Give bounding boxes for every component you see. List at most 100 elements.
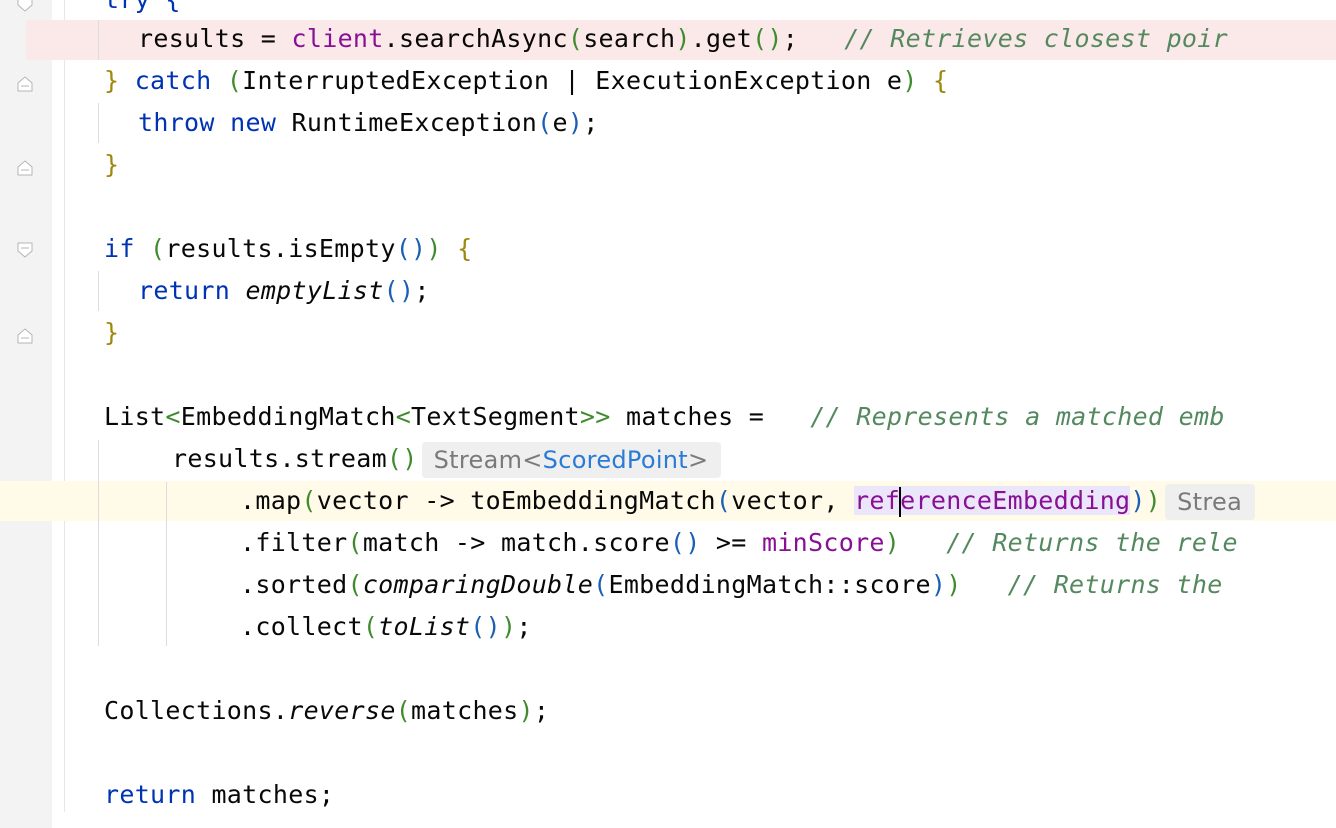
code-paren: (	[715, 486, 732, 515]
code-paren: )	[930, 570, 947, 599]
hint-text: Stream<	[433, 446, 543, 474]
fold-end-icon[interactable]	[17, 156, 33, 176]
code-text: matches =	[610, 402, 765, 431]
code-text: ;	[533, 696, 550, 725]
code-text: ;	[516, 612, 532, 641]
type-hint: Strea	[1165, 484, 1256, 520]
error-line-highlight	[26, 20, 1336, 60]
code-text: .filter	[240, 528, 348, 557]
code-text: EmbeddingMatch	[180, 402, 396, 431]
code-paren: )	[946, 570, 962, 599]
code-line-return-matches[interactable]: return matches;	[104, 774, 334, 816]
code-paren: ()	[395, 234, 427, 263]
fold-end-icon[interactable]	[17, 324, 33, 344]
code-line-try[interactable]: try {	[104, 0, 181, 21]
code-line-sorted[interactable]: .sorted(comparingDouble(EmbeddingMatch::…	[240, 564, 1223, 606]
code-text: EmbeddingMatch::score	[608, 570, 931, 599]
code-comment: // Returns the	[1007, 570, 1223, 599]
indent-guide	[98, 20, 99, 60]
code-text: results.isEmpty	[165, 234, 396, 263]
code-paren: )	[1145, 486, 1162, 515]
code-paren: )	[675, 24, 691, 53]
code-line-stream[interactable]: results.stream() Stream<ScoredPoint>	[172, 438, 722, 480]
code-text: match -> match.score	[362, 528, 670, 557]
code-line-collect[interactable]: .collect(toList());	[240, 606, 532, 648]
code-line-results-assign[interactable]: results = client.searchAsync(search).get…	[138, 18, 1228, 60]
code-text: ;	[583, 108, 599, 137]
code-line-map[interactable]: .map(vector -> toEmbeddingMatch(vector, …	[240, 480, 1256, 522]
code-line-close[interactable]: }	[104, 312, 119, 354]
code-paren: (	[134, 234, 166, 263]
code-text: >=	[700, 528, 762, 557]
code-paren: )	[884, 528, 901, 557]
code-paren: )	[902, 66, 918, 95]
code-brace: }	[104, 66, 135, 95]
code-paren: (	[347, 528, 363, 557]
code-paren: ()	[383, 276, 415, 305]
code-keyword: if	[104, 234, 135, 263]
code-comment: // Represents a matched emb	[810, 402, 1225, 431]
code-paren: (	[593, 570, 609, 599]
code-text: List	[104, 402, 166, 431]
editor-gutter	[0, 0, 52, 828]
code-field: minScore	[761, 528, 885, 557]
code-line-reverse[interactable]: Collections.reverse(matches);	[104, 690, 549, 732]
code-text: RuntimeException	[276, 108, 538, 137]
code-text: InterruptedException | ExecutionExceptio…	[242, 66, 903, 95]
code-text: search	[583, 24, 676, 53]
code-text: emptyList	[245, 276, 384, 305]
code-brace: }	[104, 150, 120, 179]
indent-guide	[98, 440, 99, 646]
code-text: results.stream	[172, 444, 387, 473]
code-paren: (	[347, 570, 363, 599]
code-text: matches	[411, 696, 519, 725]
code-line-if[interactable]: if (results.isEmpty()) {	[104, 228, 472, 270]
code-line-catch[interactable]: } catch (InterruptedException | Executio…	[104, 60, 948, 102]
code-text: vector,	[731, 486, 855, 515]
code-field: client	[291, 24, 384, 53]
code-line-close[interactable]: }	[104, 144, 119, 186]
code-paren: )	[518, 696, 534, 725]
code-paren: )	[500, 612, 517, 641]
code-field-selected: referenceEmbedding	[854, 486, 1131, 517]
code-paren: ()	[752, 24, 783, 53]
code-keyword: catch	[134, 66, 212, 95]
fold-end-icon[interactable]	[17, 72, 33, 92]
hint-text: >	[688, 446, 709, 474]
code-keyword: return	[138, 276, 231, 305]
code-paren: )	[426, 234, 442, 263]
code-brace: {	[917, 66, 949, 95]
code-paren: )	[1130, 486, 1146, 515]
code-text: ;	[414, 276, 430, 305]
code-paren: ()	[669, 528, 701, 557]
code-line-filter[interactable]: .filter(match -> match.score() >= minSco…	[240, 522, 1238, 564]
code-line-throw[interactable]: throw new RuntimeException(e);	[138, 102, 599, 144]
code-paren: ()	[470, 612, 501, 641]
code-bracket: <	[395, 402, 412, 431]
code-text: .map	[240, 486, 302, 515]
code-paren: )	[567, 108, 584, 137]
hint-type: ScoredPoint	[542, 446, 689, 474]
indent-guide	[98, 271, 99, 311]
code-paren: ()	[386, 444, 418, 473]
code-line-list-decl[interactable]: List<EmbeddingMatch<TextSegment>> matche…	[104, 396, 1225, 438]
code-text: try {	[104, 0, 181, 14]
code-text: .searchAsync	[383, 24, 568, 53]
code-text: vector -> toEmbeddingMatch	[316, 486, 716, 515]
fold-collapse-icon[interactable]	[17, 242, 33, 262]
code-text: .collect	[240, 612, 363, 641]
code-comment: // Returns the rele	[946, 528, 1238, 557]
fold-collapse-icon[interactable]	[17, 0, 33, 16]
code-text: reverse	[288, 696, 396, 725]
code-comment: // Retrieves closest poir	[844, 24, 1228, 53]
code-brace: }	[104, 318, 120, 347]
code-paren: (	[362, 612, 379, 641]
code-line-return-empty[interactable]: return emptyList();	[138, 270, 430, 312]
text-caret	[899, 487, 902, 517]
code-text: ;	[782, 24, 799, 53]
code-text: Collections.	[104, 696, 289, 725]
indent-guide	[166, 482, 167, 646]
code-keyword: new	[230, 108, 277, 137]
code-paren: (	[211, 66, 243, 95]
code-keyword: throw	[138, 108, 215, 137]
